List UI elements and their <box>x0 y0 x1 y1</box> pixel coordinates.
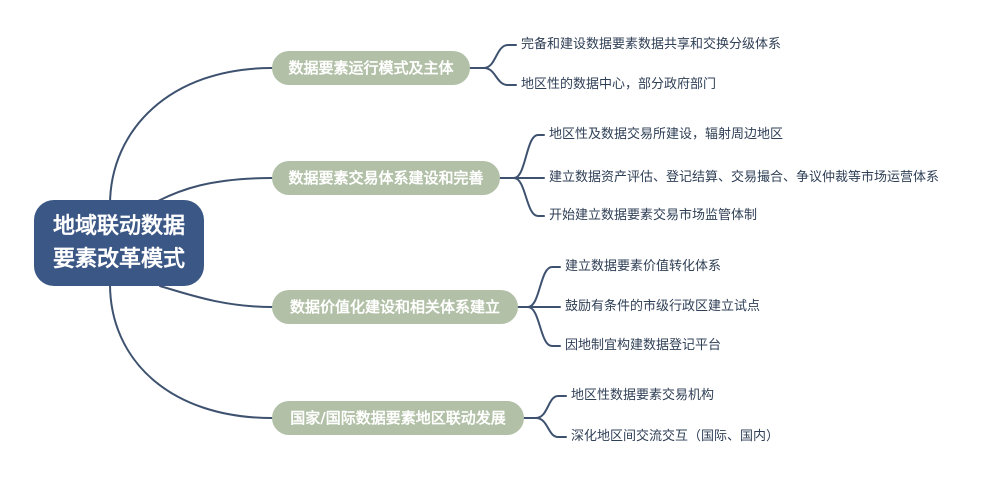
branch-node-4: 国家/国际数据要素地区联动发展 <box>272 401 524 435</box>
leaf-1-2: 地区性的数据中心，部分政府部门 <box>521 77 717 92</box>
leaf-3-3: 因地制宜构建数据登记平台 <box>565 338 722 353</box>
leaf-4-2: 深化地区间交流交互（国际、国内） <box>571 429 780 444</box>
root-title-line1: 地域联动数据 <box>52 213 185 239</box>
leaf-2-1: 地区性及数据交易所建设，辐射周边地区 <box>549 127 784 142</box>
branch-node-2: 数据要素交易体系建设和完善 <box>272 161 500 195</box>
root-node: 地域联动数据 要素改革模式 <box>34 200 204 286</box>
leaf-2-3: 开始建立数据要素交易市场监管体制 <box>549 208 758 223</box>
leaf-2-2: 建立数据资产评估、登记结算、交易撮合、争议仲裁等市场运营体系 <box>549 170 940 185</box>
leaf-4-1: 地区性数据要素交易机构 <box>571 388 715 403</box>
leaf-3-2: 鼓励有条件的市级行政区建立试点 <box>565 299 761 314</box>
branch-node-3: 数据价值化建设和相关体系建立 <box>272 290 518 324</box>
leaf-1-1: 完备和建设数据要素数据共享和交换分级体系 <box>521 37 782 52</box>
leaf-3-1: 建立数据要素价值转化体系 <box>565 259 722 274</box>
root-title-line2: 要素改革模式 <box>52 246 185 272</box>
branch-node-1: 数据要素运行模式及主体 <box>272 51 470 85</box>
